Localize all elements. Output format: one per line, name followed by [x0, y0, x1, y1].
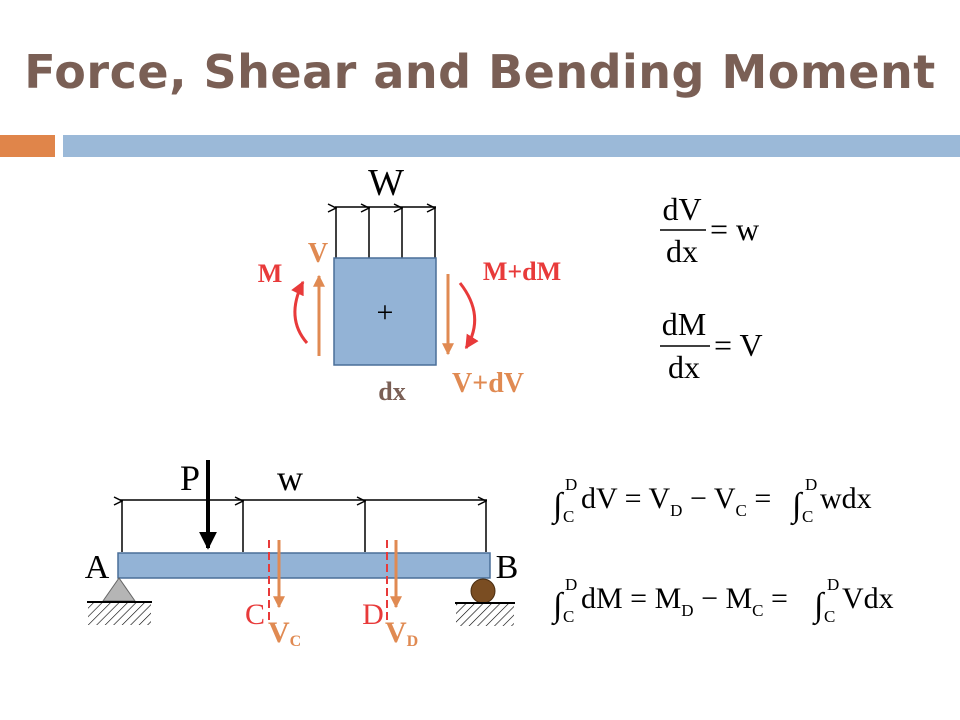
equation-integral-moment: ∫ D C dM = MD − MC = ∫ D C Vdx — [551, 575, 894, 626]
eq2-denominator: dx — [668, 349, 700, 385]
label-w: w — [277, 458, 303, 498]
ground-hatch — [88, 603, 151, 625]
eq3-tail: wdx — [820, 482, 872, 515]
eq2-rhs: = V — [714, 327, 763, 363]
eq3-body: dV = VD − VC = — [581, 482, 771, 520]
equation-dm-dx: dM dx = V — [660, 306, 763, 385]
label-m: M — [258, 259, 283, 288]
ground-hatch — [456, 604, 514, 626]
eq4-upper-limit: D — [565, 575, 577, 594]
integral-sign-icon: ∫ — [812, 587, 826, 626]
moment-arrow-mdm — [458, 282, 479, 350]
eq3-upper-limit: D — [565, 475, 577, 494]
load-label-w: W — [368, 162, 404, 204]
eq1-denominator: dx — [666, 233, 698, 269]
integral-sign-icon: ∫ — [551, 487, 565, 526]
label-dx: dx — [378, 377, 405, 406]
roller-support-icon — [470, 578, 496, 604]
eq4-lower-limit: C — [563, 607, 574, 626]
eq4-lower-limit-2: C — [824, 607, 835, 626]
page-title: Force, Shear and Bending Moment — [24, 45, 936, 99]
eq4-tail: Vdx — [842, 582, 894, 615]
sign-plus: + — [377, 296, 394, 329]
eq1-numerator: dV — [662, 191, 701, 227]
element-block — [333, 257, 437, 366]
eq2-numerator: dM — [662, 306, 706, 342]
label-vc: VC — [268, 616, 301, 650]
label-vd: VD — [385, 616, 418, 650]
integral-sign-icon: ∫ — [790, 487, 804, 526]
label-c: C — [245, 598, 265, 631]
accent-bar-orange — [0, 135, 55, 157]
beam-diagram: P w A B C VC D VD — [85, 458, 519, 650]
integral-sign-icon: ∫ — [551, 587, 565, 626]
label-b: B — [496, 549, 519, 586]
distributed-load-arrows — [336, 208, 435, 258]
eq1-rhs: = w — [710, 211, 759, 247]
equation-dv-dx: dV dx = w — [660, 191, 759, 269]
eq4-body: dM = MD − MC = — [581, 582, 788, 620]
beam-load-arrows — [122, 501, 486, 552]
label-a: A — [85, 549, 110, 586]
label-p: P — [180, 458, 200, 498]
eq4-upper-limit-2: D — [827, 575, 839, 594]
equation-integral-shear: ∫ D C dV = VD − VC = ∫ D C wdx — [551, 475, 872, 526]
label-mdm: M+dM — [483, 257, 561, 286]
eq3-upper-limit-2: D — [805, 475, 817, 494]
element-diagram: W + V M M+dM V+dV dx — [258, 162, 561, 406]
eq3-lower-limit: C — [563, 507, 574, 526]
eq3-lower-limit-2: C — [802, 507, 813, 526]
label-d: D — [362, 598, 384, 631]
beam-body — [117, 552, 491, 579]
moment-arrow-m — [291, 280, 309, 344]
accent-bar-blue — [63, 135, 960, 157]
label-vdv: V+dV — [452, 368, 524, 399]
label-v: V — [308, 238, 328, 269]
